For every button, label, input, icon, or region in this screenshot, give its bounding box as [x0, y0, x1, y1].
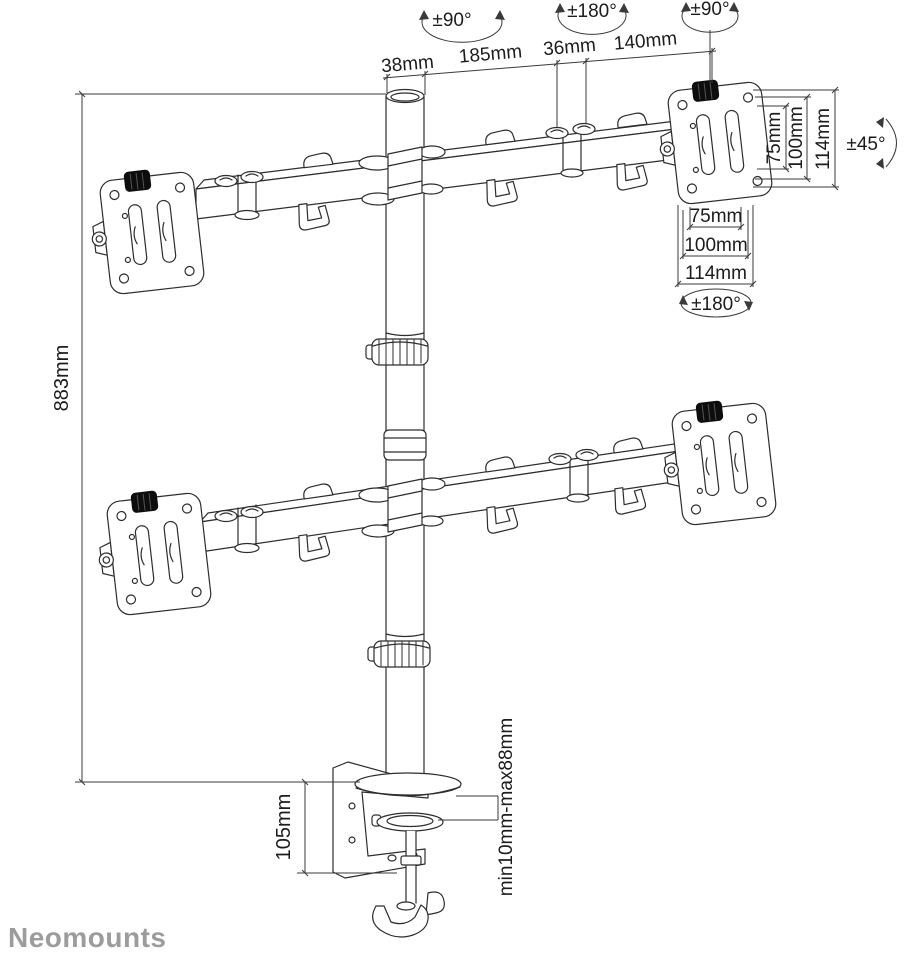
- label-vesa-h-114: 114mm: [685, 263, 747, 284]
- vesa-plate-bottom-left: [91, 485, 213, 619]
- clamp-desk-plate: [354, 772, 462, 796]
- label-vesa-h-100: 100mm: [684, 235, 747, 256]
- clamp-t-knob: [372, 904, 429, 938]
- label-swivel-right: ±90°: [690, 0, 729, 20]
- dim-line-top-chain: [382, 50, 717, 79]
- arc-arrowheads: [419, 2, 884, 311]
- dim-ext-vesa-vertical: [753, 89, 839, 188]
- label-desk-thickness: min10mm-max88mm: [496, 718, 517, 896]
- dim-line-vesa-horizontal: [678, 226, 753, 285]
- vesa-plate-bottom-right: [656, 395, 778, 529]
- label-dim-185: 185mm: [458, 41, 523, 67]
- label-dim-36: 36mm: [542, 35, 596, 61]
- desk-clamp: [332, 761, 462, 938]
- top-arm-pole-bracket: [358, 145, 446, 206]
- label-tilt: ±45°: [846, 134, 885, 155]
- label-dim-38: 38mm: [380, 52, 434, 78]
- pole-sleeve-ring: [383, 429, 427, 461]
- dim-line-883: [75, 93, 386, 783]
- bottom-arm: [199, 436, 709, 563]
- dim-ext-vesa-horizontal: [677, 205, 754, 287]
- top-arm: [195, 111, 709, 232]
- labels: ±90° ±180° ±90° 38mm 185mm 36mm 140mm 75…: [51, 0, 886, 896]
- height-adjust-collar-upper: [365, 338, 429, 366]
- dimension-lines: [75, 7, 897, 877]
- pole-seam-2: [385, 633, 425, 638]
- dim-line-105: [297, 782, 397, 874]
- swivel-arc-mid: [557, 8, 627, 35]
- brand-logo: Neomounts: [8, 922, 167, 953]
- tilt-arc: [885, 118, 897, 168]
- label-dim-883: 883mm: [51, 345, 73, 412]
- label-vesa-v-100: 100mm: [786, 106, 807, 169]
- label-dim-140: 140mm: [613, 28, 678, 54]
- label-vesa-rotate: ±180°: [691, 294, 741, 315]
- label-vesa-v-75: 75mm: [764, 112, 785, 165]
- label-swivel-left: ±90°: [432, 10, 471, 31]
- swivel-arc-left: [421, 15, 503, 43]
- label-vesa-v-114: 114mm: [813, 108, 834, 170]
- clamp-screw-rod: [405, 830, 417, 904]
- height-adjust-collar-lower: [367, 640, 431, 668]
- label-swivel-mid: ±180°: [567, 1, 617, 22]
- dim-line-vesa-vertical: [785, 90, 836, 187]
- bottom-arm-front-face: [199, 447, 701, 553]
- dim-line-desk-thickness: [438, 795, 499, 821]
- label-dim-105: 105mm: [273, 794, 295, 861]
- clamp-knob-end: [425, 891, 445, 916]
- bottom-arm-pole-bracket: [358, 477, 446, 538]
- vesa-plate-top-left: [84, 164, 206, 298]
- pole-seam: [385, 332, 425, 337]
- label-vesa-h-75: 75mm: [690, 206, 743, 227]
- pole-cap: [385, 88, 425, 104]
